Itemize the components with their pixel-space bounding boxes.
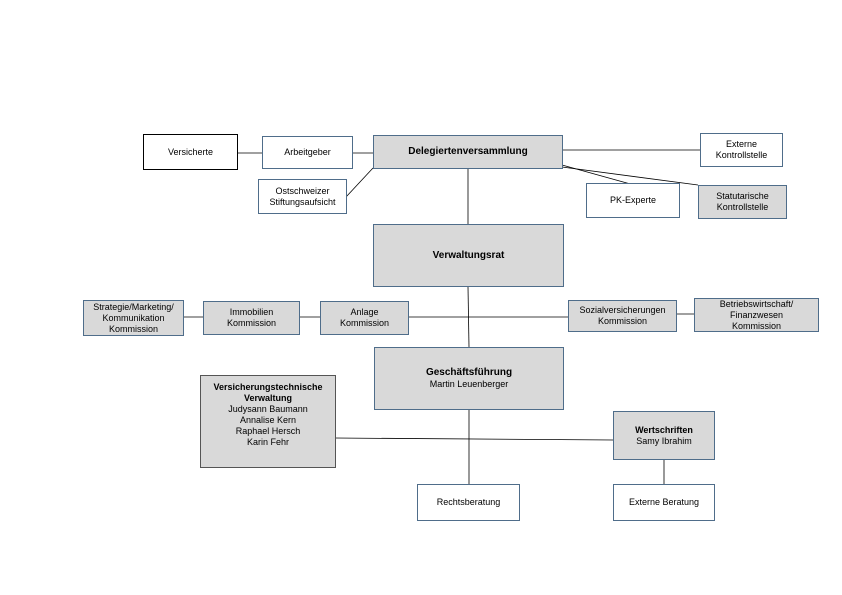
vtv-title-line2: Verwaltung: [243, 393, 292, 403]
delegiertenversammlung-label: Delegiertenversammlung: [408, 146, 528, 157]
externe-kontrollstelle-line2: Kontrollstelle: [715, 150, 768, 160]
geschaeftsfuehrung-title: Geschäftsführung: [425, 367, 513, 378]
connector-branch-horizontal: [334, 437, 614, 441]
connector-delegierte-statutarische: [561, 166, 699, 186]
statutarische-kontrollstelle-box: Statutarische Kontrollstelle: [698, 185, 787, 219]
pk-experte-box: PK-Experte: [586, 183, 680, 218]
connector-delegierte-stiftungsaufsicht: [345, 167, 374, 198]
delegiertenversammlung-box: Delegiertenversammlung: [373, 135, 563, 169]
pk-experte-label: PK-Experte: [609, 195, 657, 205]
rechtsberatung-box: Rechtsberatung: [417, 484, 520, 521]
externe-beratung-label: Externe Beratung: [628, 497, 700, 507]
vtv-member: Annalise Kern: [239, 415, 297, 425]
anlage-line1: Anlage: [350, 307, 379, 317]
statutarische-line2: Kontrollstelle: [716, 202, 769, 212]
wertschriften-title: Wertschriften: [635, 424, 693, 435]
strategie-line3: Kommission: [108, 323, 158, 334]
externe-kontrollstelle-box: Externe Kontrollstelle: [700, 133, 783, 167]
arbeitgeber-box: Arbeitgeber: [262, 136, 353, 169]
vtv-member: Karin Fehr: [246, 437, 290, 447]
sozialversicherungen-line2: Kommission: [597, 316, 647, 326]
vtv-title-line1: Versicherungstechnische: [213, 382, 323, 392]
versicherte-box: Versicherte: [143, 134, 238, 170]
wertschriften-person: Samy Ibrahim: [636, 435, 692, 446]
immobilien-line2: Kommission: [226, 318, 276, 328]
betriebswirtschaft-line2: Finanzwesen: [729, 309, 784, 320]
immobilien-kommission-box: Immobilien Kommission: [203, 301, 300, 335]
vtv-member: Raphael Hersch: [235, 426, 301, 436]
sozialversicherungen-line1: Sozialversicherungen: [579, 305, 666, 315]
strategie-kommission-box: Strategie/Marketing/ Kommunikation Kommi…: [83, 300, 184, 336]
immobilien-line1: Immobilien: [229, 307, 274, 317]
anlage-kommission-box: Anlage Kommission: [320, 301, 409, 335]
stiftungsaufsicht-line2: Stiftungsaufsicht: [269, 196, 336, 207]
betriebswirtschaft-kommission-box: Betriebswirtschaft/ Finanzwesen Kommissi…: [694, 298, 819, 332]
betriebswirtschaft-line3: Kommission: [731, 320, 781, 331]
sozialversicherungen-kommission-box: Sozialversicherungen Kommission: [568, 300, 677, 332]
strategie-line2: Kommunikation: [102, 312, 165, 323]
statutarische-line1: Statutarische: [716, 191, 769, 201]
versicherungstechnische-verwaltung-box: Versicherungstechnische Verwaltung Judys…: [200, 375, 336, 468]
verwaltungsrat-box: Verwaltungsrat: [373, 224, 564, 287]
externe-beratung-box: Externe Beratung: [613, 484, 715, 521]
rechtsberatung-label: Rechtsberatung: [436, 497, 501, 507]
geschaeftsfuehrung-person: Martin Leuenberger: [429, 379, 509, 389]
vtv-member: Judysann Baumann: [228, 404, 308, 414]
versicherte-label: Versicherte: [167, 146, 214, 157]
verwaltungsrat-label: Verwaltungsrat: [432, 249, 505, 261]
wertschriften-box: Wertschriften Samy Ibrahim: [613, 411, 715, 460]
anlage-line2: Kommission: [339, 318, 389, 328]
externe-kontrollstelle-line1: Externe: [725, 139, 758, 149]
stiftungsaufsicht-box: Ostschweizer Stiftungsaufsicht: [258, 179, 347, 214]
geschaeftsfuehrung-box: Geschäftsführung Martin Leuenberger: [374, 347, 564, 410]
strategie-line1: Strategie/Marketing/: [93, 301, 174, 312]
betriebswirtschaft-line1: Betriebswirtschaft/: [719, 298, 794, 309]
arbeitgeber-label: Arbeitgeber: [284, 147, 331, 157]
stiftungsaufsicht-line1: Ostschweizer: [275, 185, 330, 196]
